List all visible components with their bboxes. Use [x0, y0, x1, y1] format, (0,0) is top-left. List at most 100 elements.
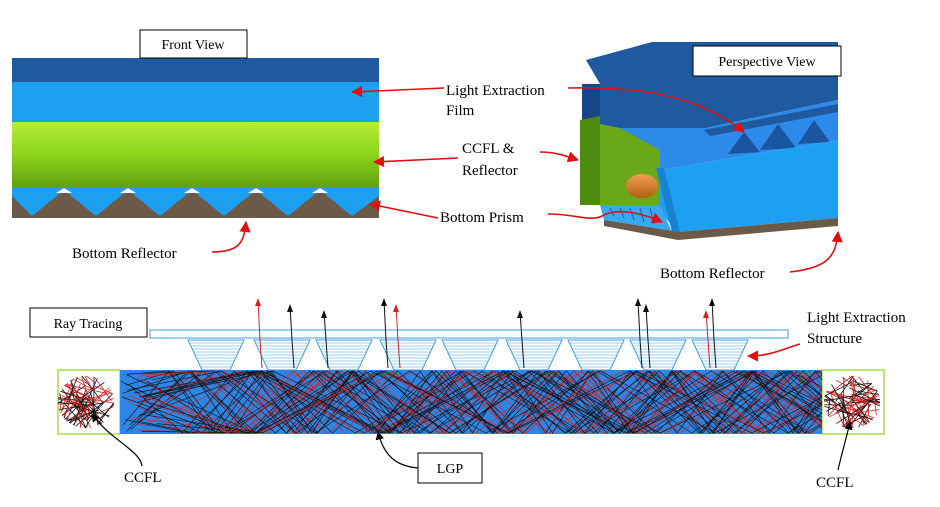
ray-path [141, 370, 822, 434]
ccfl-ray [853, 392, 879, 413]
ccfl-ray [824, 382, 852, 397]
extracted-ray [645, 305, 651, 369]
ccfl-ray [97, 402, 115, 425]
extracted-ray [257, 299, 263, 369]
ray-path [148, 370, 822, 434]
perspective-extraction-cones [728, 120, 830, 154]
structure-segment [567, 339, 625, 371]
ray-path [139, 370, 822, 434]
label-light-extraction-film-line1: Light Extraction [446, 83, 545, 99]
ray-paths [120, 370, 822, 434]
extracted-ray [519, 311, 525, 369]
ccfl-ray [830, 394, 845, 428]
structure-segment [379, 339, 437, 371]
extracted-ray-head [381, 298, 387, 306]
ccfl-ray [69, 409, 96, 424]
label-bottom-reflector-perspective: Bottom Reflector [660, 266, 765, 282]
structure-segment [691, 339, 749, 371]
ray-path [141, 370, 822, 434]
ccfl-ray [70, 379, 75, 401]
light-extraction-structure [187, 339, 749, 371]
ray-path [143, 370, 822, 434]
perspective-ccfl-reflector-side [580, 116, 600, 205]
ray-path [126, 370, 822, 434]
front-prism-tips [56, 188, 328, 193]
ccfl-ray [836, 403, 869, 424]
front-view-title: Front View [161, 38, 225, 53]
ray-tracing-title-box: Ray Tracing [29, 307, 148, 338]
perspective-view-title: Perspective View [718, 55, 816, 70]
extracted-ray-head [393, 304, 399, 312]
extracted-ray [395, 305, 401, 369]
ray-path [130, 370, 822, 434]
top-labels: Light Extraction Film CCFL & Reflector B… [72, 83, 765, 282]
front-view-title-box: Front View [139, 29, 248, 59]
arrow-prism-perspective [547, 210, 664, 223]
ccfl-ray [849, 376, 856, 399]
label-lgp: LGP [437, 462, 464, 477]
arrow-reflector-perspective [789, 230, 843, 273]
perspective-view-panel: Perspective View [580, 42, 842, 240]
ccfl-ray [63, 400, 71, 418]
ccfl-ray [852, 375, 855, 400]
ccfl-ray [58, 397, 89, 403]
arrow-prism-front [368, 200, 439, 219]
extracted-rays [255, 298, 717, 369]
perspective-lgp-front [660, 140, 838, 232]
ccfl-ray [85, 397, 115, 404]
extracted-ray-head [709, 298, 715, 306]
extracted-ray-head [635, 298, 641, 306]
front-ccfl-reflector [12, 122, 379, 190]
ray-path [122, 370, 822, 434]
front-light-extraction-film [12, 82, 379, 122]
ccfl-ray [61, 379, 73, 412]
ray-path [139, 370, 822, 434]
extracted-ray-head [703, 310, 709, 318]
perspective-view-title-box: Perspective View [692, 45, 842, 77]
ccfl-ray [847, 389, 877, 405]
perspective-bottom-reflector [604, 218, 838, 240]
label-ccfl-left: CCFL [124, 470, 162, 486]
front-dark-top-layer [12, 58, 379, 82]
arrow-ccfl-left [91, 413, 143, 467]
extracted-ray-head [643, 304, 649, 312]
extracted-ray [289, 305, 295, 369]
arrow-lgp [375, 431, 419, 469]
arrow-ccfl-perspective [539, 151, 580, 163]
extracted-ray-head [517, 310, 523, 318]
ray-light-extraction-film [149, 329, 789, 339]
extracted-ray-head [255, 298, 261, 306]
ray-path [138, 370, 822, 434]
arrow-light-extraction-structure [746, 343, 801, 362]
extracted-ray [711, 299, 717, 369]
arrow-reflector-front [211, 220, 251, 253]
ccfl-ray [851, 397, 870, 423]
extracted-ray [323, 311, 329, 369]
ray-path [146, 370, 822, 434]
ray-path [157, 370, 822, 434]
ccfl-ray [858, 376, 880, 404]
extracted-ray [705, 311, 711, 369]
perspective-ccfl-lamp [626, 174, 658, 198]
ccfl-ray [66, 377, 78, 404]
ccfl-ray [828, 403, 840, 417]
arrow-film-front [350, 85, 445, 98]
ray-path [139, 370, 822, 434]
arrow-ccfl-front [372, 155, 459, 168]
front-view-panel: Front View [12, 29, 379, 218]
ccfl-ray [76, 377, 88, 384]
ccfl-ray [94, 376, 112, 401]
front-bottom-reflector [12, 190, 379, 218]
label-ccfl-reflector-line2: Reflector [462, 163, 518, 179]
ray-path [158, 370, 822, 434]
top-callout-arrows [211, 85, 843, 273]
ray-path [127, 370, 822, 434]
ccfl-ray [99, 403, 115, 420]
ccfl-ray [827, 400, 830, 416]
ray-tracing-panel: Ray Tracing Light Extraction Structure C… [29, 298, 906, 491]
label-light-extraction-structure-line1: Light Extraction [807, 310, 906, 326]
ccfl-ray [828, 396, 873, 418]
arrow-ccfl-right [837, 421, 853, 471]
ray-path [137, 370, 822, 434]
lgp-label-box: LGP [417, 452, 483, 484]
